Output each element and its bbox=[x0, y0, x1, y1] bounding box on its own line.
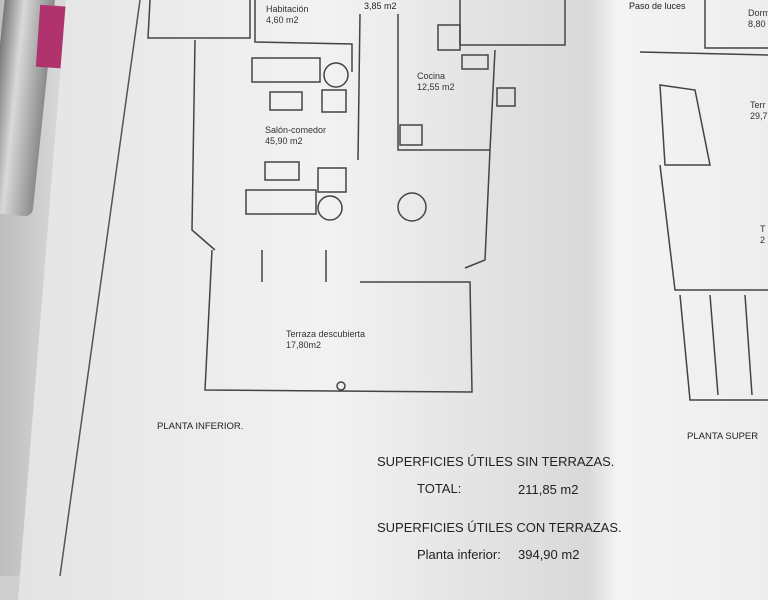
sink-2 bbox=[461, 54, 489, 70]
floor-plan-drawing bbox=[59, 0, 768, 576]
room-area: 2 bbox=[760, 235, 766, 245]
room-name: Salón-comedor bbox=[265, 125, 327, 135]
sofa bbox=[251, 57, 321, 83]
room-area: 12,55 m2 bbox=[417, 82, 455, 92]
stairs bbox=[659, 84, 711, 166]
summary-with-terraces: SUPERFICIES ÚTILES CON TERRAZAS. bbox=[377, 520, 622, 535]
wall-salon-left bbox=[191, 39, 216, 251]
armchair bbox=[321, 89, 347, 113]
wall-cocina bbox=[397, 14, 496, 151]
coffee-table bbox=[269, 91, 303, 111]
room-name: Habitación bbox=[266, 4, 309, 14]
room-area: 45,90 m2 bbox=[265, 136, 303, 146]
lower-floor-label: Planta inferior: bbox=[417, 547, 501, 562]
wall-right bbox=[464, 149, 491, 269]
room-name: Terr bbox=[750, 100, 766, 110]
stove bbox=[496, 87, 516, 107]
wall-upper bbox=[639, 0, 768, 56]
room-name: Dorm bbox=[748, 8, 768, 18]
patio bbox=[459, 0, 566, 46]
room-name: Cocina bbox=[417, 71, 446, 81]
total-value: 211,85 m2 bbox=[518, 482, 579, 497]
floor-plan-paper bbox=[18, 0, 768, 600]
room-partial-area: 3,85 m2 bbox=[363, 1, 398, 12]
room-area: 8,80 bbox=[748, 19, 766, 29]
coffee-table-2 bbox=[264, 161, 300, 181]
dining-table bbox=[397, 192, 427, 222]
upper-pillars bbox=[709, 294, 753, 396]
sofa-2 bbox=[245, 189, 317, 215]
plan-upper-label: PLANTA SUPER bbox=[687, 431, 759, 442]
wall-habitacion bbox=[254, 0, 353, 72]
wall-upper-terrace bbox=[659, 164, 768, 401]
sink bbox=[437, 24, 461, 51]
wall-terraza bbox=[204, 249, 473, 393]
wall-top-left bbox=[147, 0, 251, 39]
plan-lower-label: PLANTA INFERIOR. bbox=[157, 421, 244, 432]
room-area: 4,60 m2 bbox=[266, 15, 299, 25]
drain bbox=[336, 381, 346, 391]
room-area: 17,80m2 bbox=[286, 340, 322, 350]
fridge bbox=[399, 124, 423, 146]
room-name: Terraza descubierta bbox=[286, 329, 366, 339]
side-table bbox=[317, 195, 343, 221]
room-name: T bbox=[760, 224, 766, 234]
total-label: TOTAL: bbox=[417, 481, 462, 496]
room-paso-luces: Paso de luces bbox=[628, 1, 687, 12]
wall-salon-right bbox=[357, 13, 361, 161]
armchair-2 bbox=[317, 167, 347, 193]
room-area: 29,7 bbox=[750, 111, 768, 121]
table-round bbox=[323, 62, 349, 88]
paper-border bbox=[59, 0, 141, 576]
terraza-door bbox=[261, 250, 327, 282]
summary-without-terraces: SUPERFICIES ÚTILES SIN TERRAZAS. bbox=[377, 454, 615, 469]
lower-floor-value: 394,90 m2 bbox=[518, 547, 580, 562]
